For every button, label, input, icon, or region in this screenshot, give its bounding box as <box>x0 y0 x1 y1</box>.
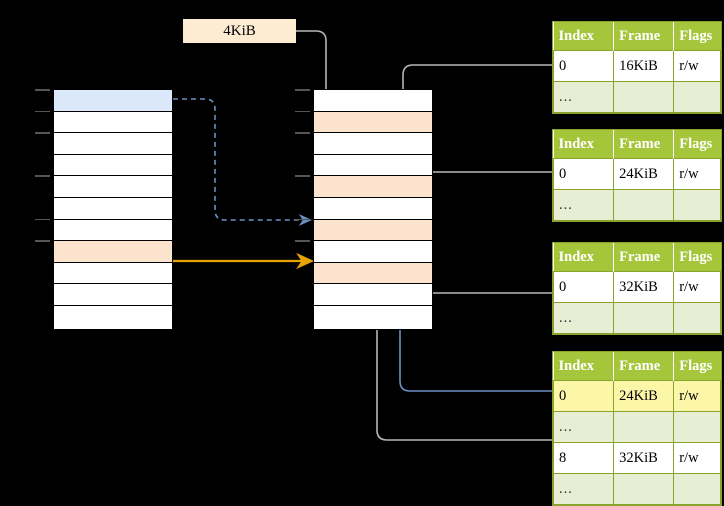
table-cell: 0 <box>552 50 615 82</box>
table-cell: 0 <box>552 158 615 190</box>
memory-row[interactable] <box>314 90 432 112</box>
table-cell: ... <box>552 302 615 334</box>
memory-row[interactable] <box>314 198 432 220</box>
column-header-flags: Flags <box>673 130 721 159</box>
row-tick-mark <box>295 89 310 91</box>
memory-row[interactable] <box>314 306 432 328</box>
table-cell <box>673 473 721 505</box>
row-tick-mark <box>35 175 50 178</box>
table-row[interactable]: ... <box>552 81 721 113</box>
column-header-frame: Frame <box>613 22 675 51</box>
column-header-frame: Frame <box>613 352 675 381</box>
row-tick-mark <box>295 132 310 134</box>
memory-row[interactable] <box>314 154 432 177</box>
memory-row[interactable] <box>54 176 172 199</box>
row-tick-mark <box>295 240 310 242</box>
memory-row[interactable] <box>54 262 172 285</box>
table-cell <box>613 81 675 113</box>
memory-row[interactable] <box>54 198 172 220</box>
column-header-flags: Flags <box>673 352 721 381</box>
memory-row[interactable] <box>54 241 172 263</box>
memory-row[interactable] <box>54 133 172 155</box>
table-cell: r/w <box>673 380 721 412</box>
memory-row[interactable] <box>314 241 432 263</box>
table-row[interactable]: ... <box>552 473 721 505</box>
column-header-frame: Frame <box>613 130 675 159</box>
memory-row[interactable] <box>314 219 432 242</box>
table-cell: 24KiB <box>613 158 675 190</box>
table-cell: 32KiB <box>613 271 675 303</box>
row-tick-mark <box>35 132 50 134</box>
table-cell <box>673 302 721 334</box>
table-cell: r/w <box>673 158 721 190</box>
table-cell: ... <box>552 473 615 505</box>
memory-row[interactable] <box>54 90 172 112</box>
memory-row[interactable] <box>314 262 432 285</box>
column-header-index: Index <box>553 352 615 381</box>
memory-row[interactable] <box>54 111 172 134</box>
row-tick-mark <box>35 240 50 242</box>
left-memory-column <box>53 89 173 330</box>
row-tick-mark <box>295 110 310 113</box>
row-tick-mark <box>295 218 310 221</box>
memory-row[interactable] <box>54 306 172 328</box>
table-row[interactable]: ... <box>552 302 721 334</box>
table-cell <box>673 81 721 113</box>
column-header-index: Index <box>553 130 615 159</box>
table-cell: 8 <box>552 442 615 474</box>
middle-memory-column <box>313 89 433 330</box>
column-header-flags: Flags <box>673 243 721 272</box>
memory-row[interactable] <box>54 284 172 307</box>
row-tick-mark <box>35 110 50 113</box>
table-cell <box>613 411 675 443</box>
table-cell: 0 <box>552 380 615 412</box>
memory-row[interactable] <box>54 154 172 177</box>
table-cell: ... <box>552 411 615 443</box>
column-header-index: Index <box>553 22 615 51</box>
table-cell: r/w <box>673 271 721 303</box>
page-size-text: 4KiB <box>223 22 256 39</box>
table-row[interactable]: ... <box>552 411 721 443</box>
memory-row[interactable] <box>314 284 432 307</box>
table-cell <box>613 302 675 334</box>
table-row[interactable]: ... <box>552 189 721 221</box>
table-cell: ... <box>552 189 615 221</box>
table-cell: r/w <box>673 442 721 474</box>
memory-row[interactable] <box>54 219 172 242</box>
row-tick-mark <box>295 175 310 178</box>
table-cell: 32KiB <box>613 442 675 474</box>
row-tick-mark <box>35 218 50 221</box>
table-cell: 0 <box>552 271 615 303</box>
table-cell <box>613 189 675 221</box>
table-cell <box>673 411 721 443</box>
column-header-flags: Flags <box>673 22 721 51</box>
table-cell <box>673 189 721 221</box>
table-cell: r/w <box>673 50 721 82</box>
memory-row[interactable] <box>314 133 432 155</box>
memory-row[interactable] <box>314 176 432 199</box>
table-cell: 16KiB <box>613 50 675 82</box>
table-cell <box>613 473 675 505</box>
column-header-index: Index <box>553 243 615 272</box>
memory-row[interactable] <box>314 111 432 134</box>
table-cell: 24KiB <box>613 380 675 412</box>
column-header-frame: Frame <box>613 243 675 272</box>
table-cell: ... <box>552 81 615 113</box>
row-tick-mark <box>35 89 50 91</box>
page-size-label: 4KiB <box>183 19 296 43</box>
